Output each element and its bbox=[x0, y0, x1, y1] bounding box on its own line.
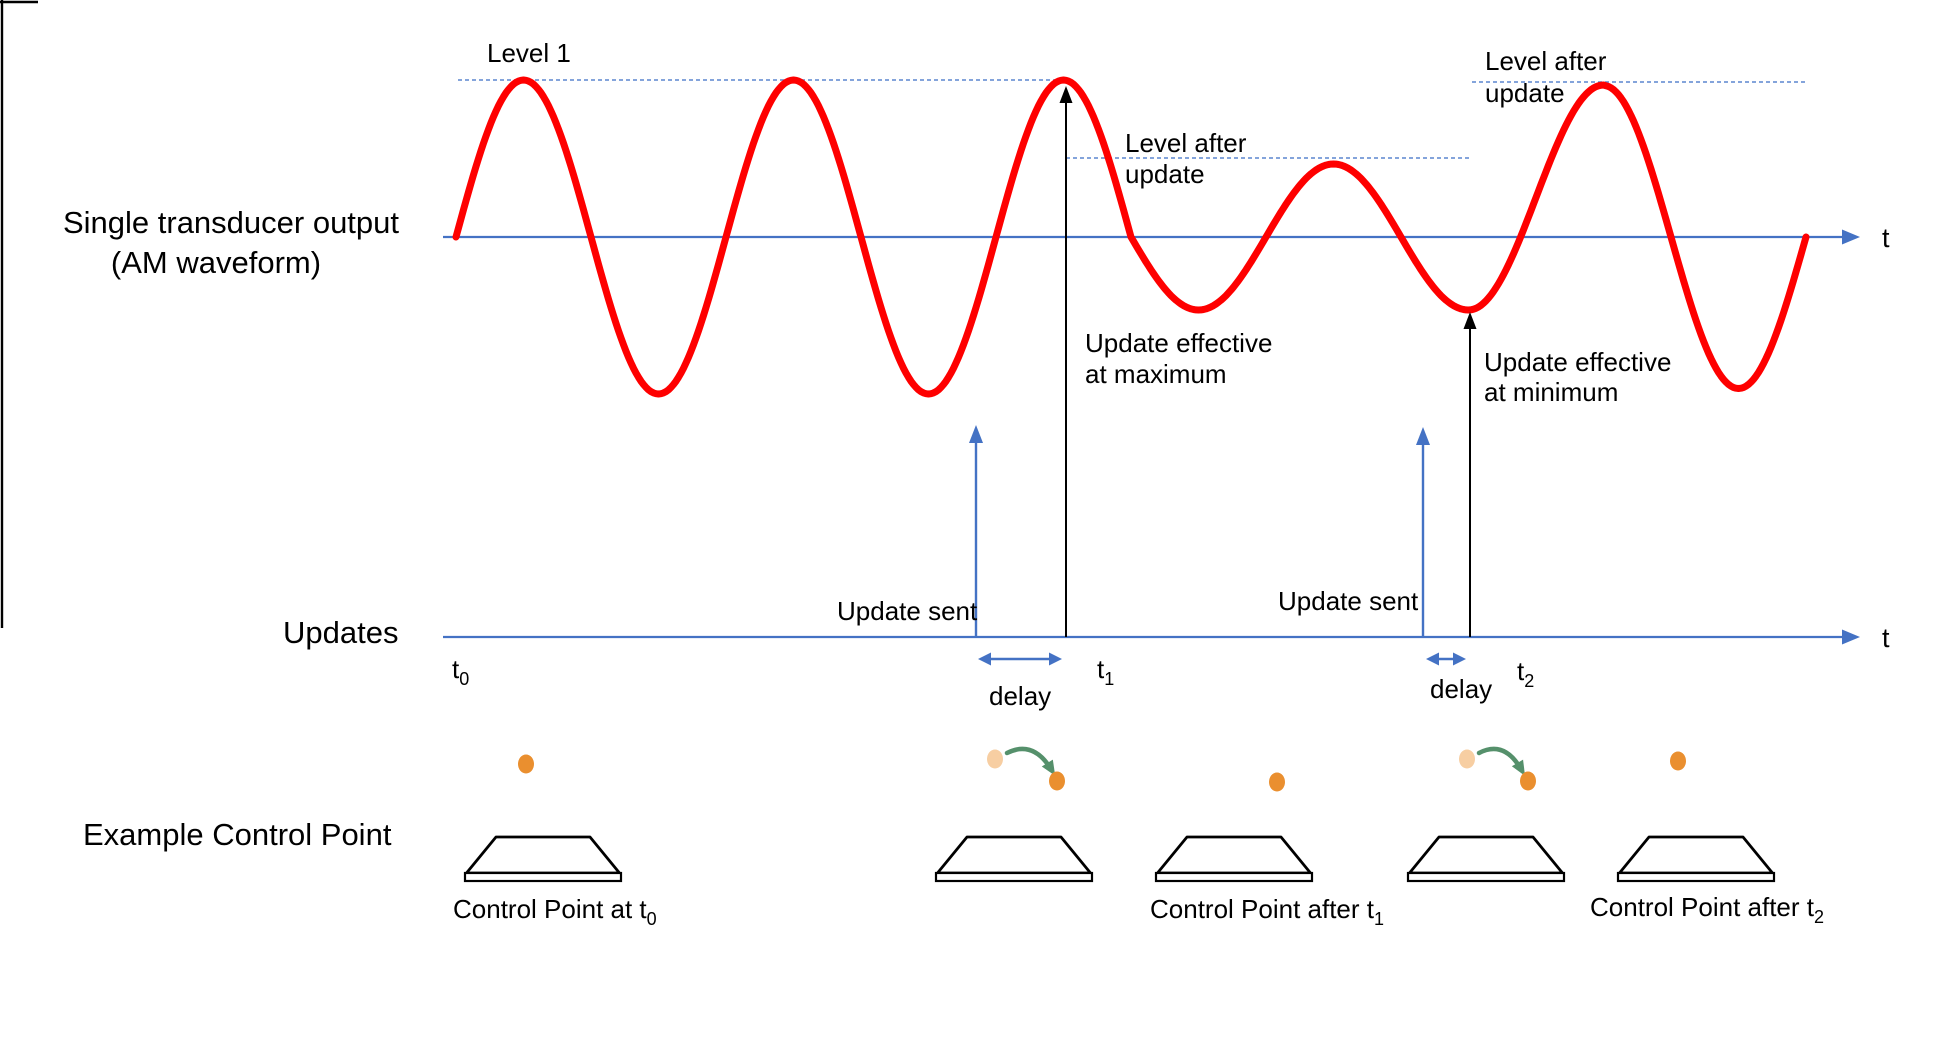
control-points-row-label: Example Control Point bbox=[83, 817, 392, 852]
platform-top-face bbox=[1408, 835, 1564, 875]
update-sent-1-label: Update sent bbox=[837, 596, 978, 626]
waveform-row-label-line2: (AM waveform) bbox=[111, 245, 321, 280]
control-point-t0-label: Control Point at t0 bbox=[453, 894, 657, 929]
level-1-label: Level 1 bbox=[487, 38, 571, 68]
delay-span-2-right-arrowhead-icon bbox=[1453, 652, 1466, 666]
control-point-after-t2 bbox=[1616, 751, 1776, 883]
am-waveform-curve bbox=[452, 76, 1810, 398]
delay-span-1-right-arrowhead-icon bbox=[1049, 652, 1062, 666]
update-sent-2-label: Update sent bbox=[1278, 586, 1419, 616]
delay-span-1-left-arrowhead-icon bbox=[978, 652, 991, 666]
updates-row-label: Updates bbox=[283, 615, 398, 650]
t2-label: t2 bbox=[1517, 656, 1534, 691]
control-point-after-t1 bbox=[1154, 772, 1314, 883]
transition-arc-arrowhead-icon bbox=[1511, 759, 1526, 776]
platform-base-slab bbox=[1616, 871, 1776, 883]
update-effective-max-label-line1: Update effective bbox=[1085, 328, 1272, 358]
platform-top-face bbox=[1156, 835, 1312, 875]
control-point-transition-t2 bbox=[1406, 746, 1566, 883]
waveform-axis-t-label: t bbox=[1882, 223, 1890, 253]
level-after-update-2-label-line1: Level after bbox=[1485, 46, 1607, 76]
update-event-arrows bbox=[969, 86, 1477, 666]
focal-point-dot bbox=[1520, 771, 1536, 791]
delay-span-2-left-arrowhead-icon bbox=[1426, 652, 1439, 666]
waveform-row-label-line1: Single transducer output bbox=[63, 205, 399, 240]
am-waveform-path bbox=[452, 76, 1810, 398]
platform-top-face bbox=[1618, 835, 1774, 875]
level-reference-lines bbox=[458, 79, 1808, 159]
update-sent-arrow-2-arrowhead-icon bbox=[1416, 427, 1430, 445]
platform-base-slab bbox=[1406, 871, 1566, 883]
focal-point-dot bbox=[1670, 751, 1686, 771]
t1-label: t1 bbox=[1097, 654, 1114, 689]
frame-lines bbox=[0, 0, 38, 628]
level-after-update-1-label-line2: update bbox=[1125, 159, 1205, 189]
platform-base-slab bbox=[463, 871, 623, 883]
updates-time-axis-arrowhead-icon bbox=[1842, 629, 1860, 645]
platform-base-slab bbox=[1154, 871, 1314, 883]
time-axes bbox=[443, 229, 1860, 645]
control-point-t2-label: Control Point after t2 bbox=[1590, 892, 1824, 927]
platform-top-face bbox=[465, 835, 621, 875]
updates-axis-t-label: t bbox=[1882, 623, 1890, 653]
update-effective-max-arrow-arrowhead-icon bbox=[1059, 86, 1073, 103]
focal-point-dot bbox=[518, 754, 534, 774]
previous-focal-point-dot bbox=[987, 749, 1003, 769]
control-points-row bbox=[463, 746, 1776, 883]
level-after-update-2-label-line2: update bbox=[1485, 78, 1565, 108]
focal-point-dot bbox=[1049, 771, 1065, 791]
platform-base-slab bbox=[934, 871, 1094, 883]
update-effective-max-label-line2: at maximum bbox=[1085, 359, 1227, 389]
focal-point-dot bbox=[1269, 772, 1285, 792]
update-effective-min-arrow-arrowhead-icon bbox=[1463, 312, 1477, 329]
control-point-transition-t1 bbox=[934, 746, 1094, 883]
waveform-time-axis-arrowhead-icon bbox=[1842, 229, 1860, 245]
level-after-update-1-label-line1: Level after bbox=[1125, 128, 1247, 158]
transition-arc-arrowhead-icon bbox=[1041, 759, 1056, 776]
update-effective-min-label-line2: at minimum bbox=[1484, 377, 1618, 407]
delay-1-label: delay bbox=[989, 681, 1051, 711]
platform-top-face bbox=[936, 835, 1092, 875]
control-point-t1-label: Control Point after t1 bbox=[1150, 894, 1384, 929]
previous-focal-point-dot bbox=[1459, 749, 1475, 769]
update-effective-min-label-line1: Update effective bbox=[1484, 347, 1671, 377]
control-point-at-t0 bbox=[463, 754, 623, 883]
delay-2-label: delay bbox=[1430, 674, 1492, 704]
update-sent-arrow-1-arrowhead-icon bbox=[969, 425, 983, 443]
text-labels-layer: Single transducer output (AM waveform) Lev… bbox=[63, 38, 1890, 929]
t0-label: t0 bbox=[452, 654, 469, 689]
